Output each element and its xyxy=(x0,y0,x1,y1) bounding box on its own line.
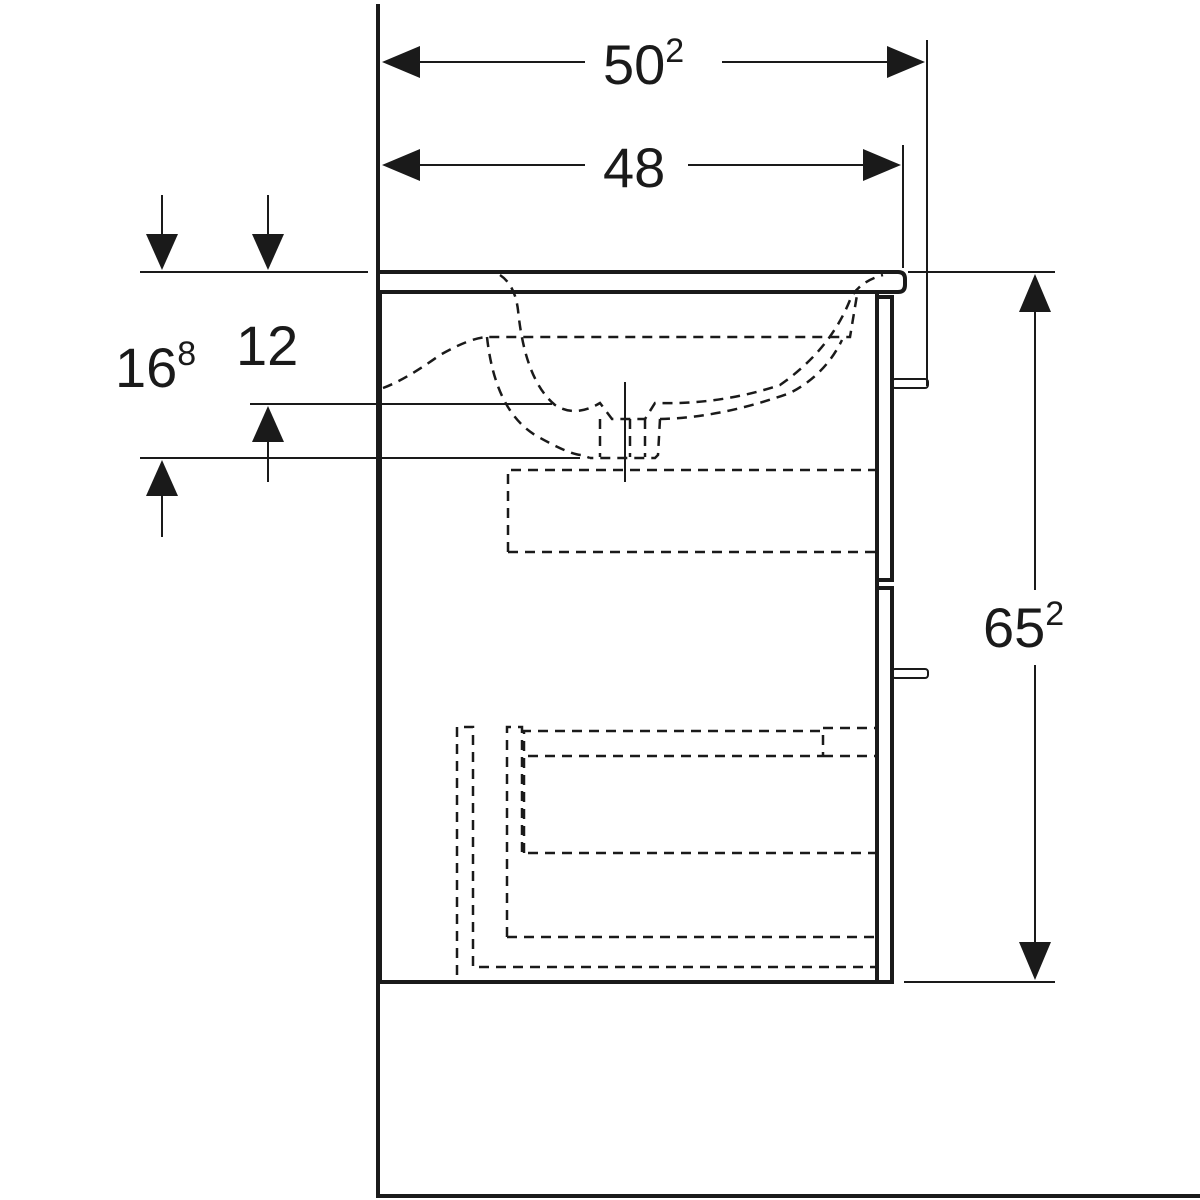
drawer-hidden-lines xyxy=(455,468,877,975)
arrow-up-icon xyxy=(1019,274,1051,312)
cabinet-width-label: 48 xyxy=(603,136,665,199)
drain-height-outer-label: 168 xyxy=(115,335,196,399)
upper-handle xyxy=(891,378,929,389)
cabinet-body xyxy=(378,292,879,984)
drain-height-inner-label: 12 xyxy=(236,314,298,377)
arrow-right-icon xyxy=(887,46,925,78)
lower-handle xyxy=(891,668,929,679)
arrow-down-icon xyxy=(1019,942,1051,980)
overall-width-label: 502 xyxy=(603,32,684,96)
arrow-down-icon xyxy=(252,234,284,270)
arrow-left-icon xyxy=(382,46,420,78)
arrow-right-icon xyxy=(863,149,901,181)
arrow-up-icon xyxy=(252,406,284,442)
arrow-down-icon xyxy=(146,234,178,270)
upper-drawer-front xyxy=(877,295,894,582)
arrow-up-icon xyxy=(146,460,178,496)
basin-hidden-lines xyxy=(382,273,884,482)
height-label: 652 xyxy=(983,595,1064,659)
countertop xyxy=(380,270,907,294)
arrow-left-icon xyxy=(382,149,420,181)
lower-drawer-front xyxy=(877,586,894,984)
